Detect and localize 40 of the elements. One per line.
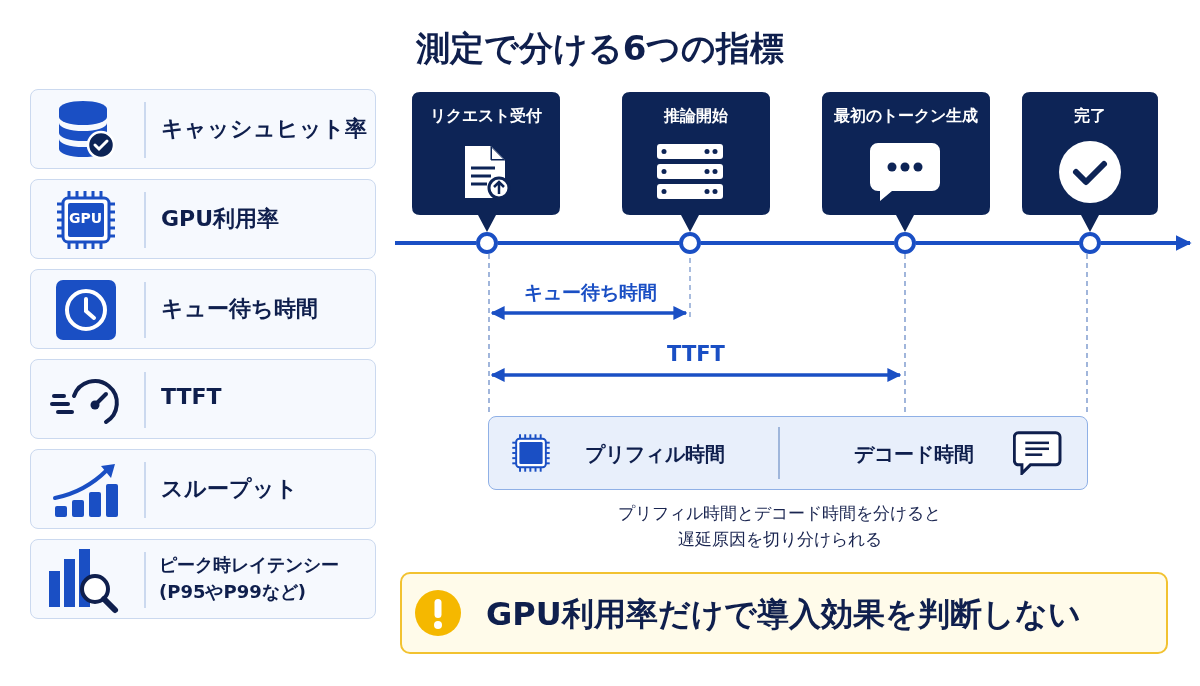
callout-box (622, 92, 770, 232)
callout-box (1022, 92, 1158, 232)
metric-label: TTFT (161, 384, 222, 409)
step-label: 推論開始 (662, 106, 729, 127)
callout-box (412, 92, 560, 232)
metric-card (30, 539, 376, 619)
title: 測定で分ける6つの指標 (414, 27, 786, 70)
step-label: 完了 (1073, 106, 1107, 127)
metric-card (30, 269, 376, 349)
note-text: プリフィル時間とデコード時間を分けると遅延原因を切り分けられる (617, 502, 943, 552)
metric-card (30, 359, 376, 439)
phase-label: デコード時間 (853, 441, 975, 468)
phase-bar (488, 416, 1088, 490)
timeline-marker (894, 232, 916, 254)
metric-label: ピーク時レイテンシー (159, 553, 339, 577)
warning-banner (400, 572, 1168, 654)
timeline-line (701, 241, 894, 245)
timeline-line (395, 241, 476, 245)
timeline-marker (476, 232, 498, 254)
metric-card (30, 449, 376, 529)
timeline-arrow (1101, 235, 1192, 251)
metric-card (30, 89, 376, 169)
timeline-marker (679, 232, 701, 254)
timeline-marker (1079, 232, 1101, 254)
dimension-label: キュー待ち時間 (522, 280, 658, 305)
metric-label: キャッシュヒット率 (161, 115, 367, 143)
phase-label: プリフィル時間 (585, 441, 725, 468)
chip-text: GPU (69, 210, 101, 226)
step-label: リクエスト受付 (429, 106, 543, 127)
metric-label: キュー待ち時間 (161, 295, 318, 323)
metric-card (30, 179, 376, 259)
warning-text: GPU利用率だけで導入効果を判断しない (486, 594, 1081, 635)
dimension-label: TTFT (666, 342, 726, 366)
timeline-line (498, 241, 679, 245)
metric-label: スループット (161, 475, 298, 503)
step-label: 最初のトークン生成 (833, 106, 979, 127)
timeline-line (916, 241, 1079, 245)
metric-label: GPU利用率 (161, 205, 280, 233)
callout-box (822, 92, 990, 232)
metric-note: (P95やP99など) (159, 580, 306, 604)
